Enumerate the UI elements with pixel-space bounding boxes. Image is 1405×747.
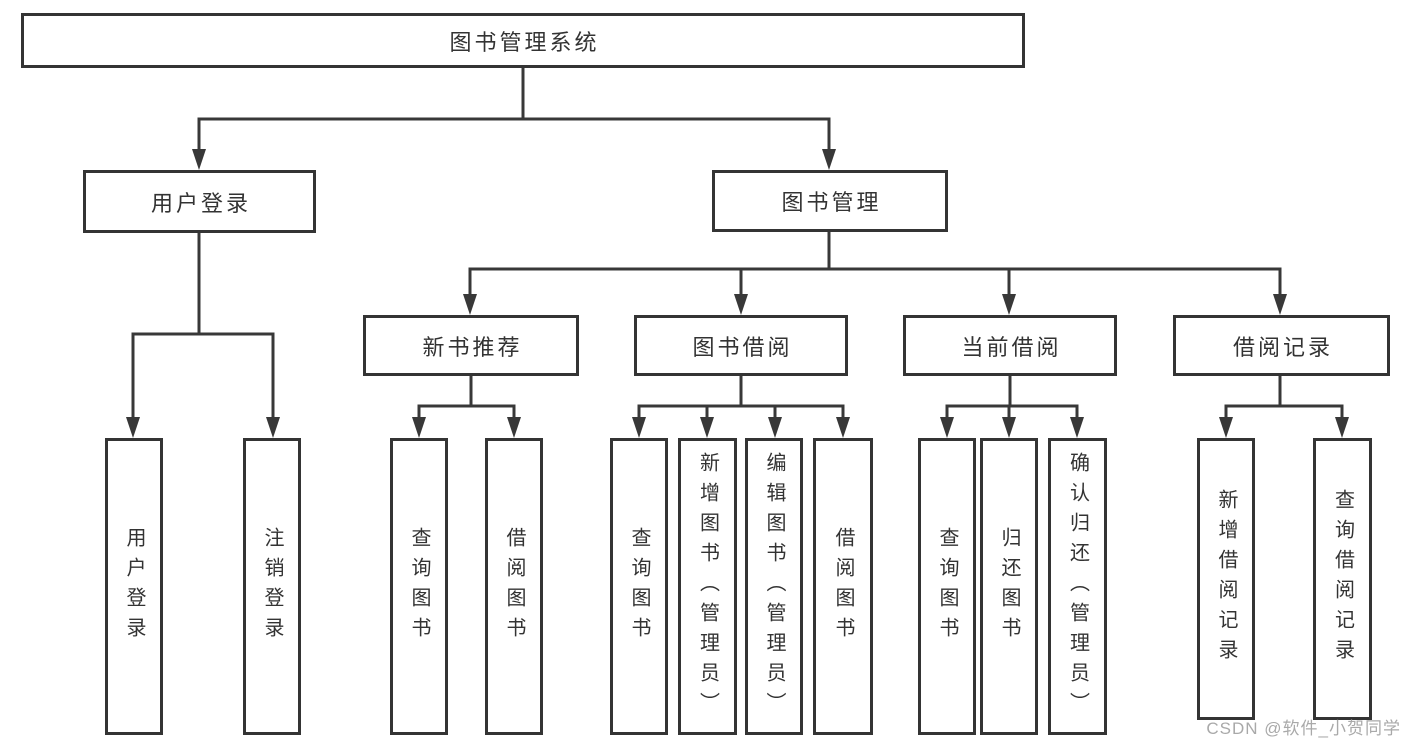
node-label: 借阅图书 <box>832 526 854 647</box>
node-label: 查询图书 <box>408 526 430 647</box>
leaf-edit-books-admin: 编辑图书（管理员） <box>745 438 803 735</box>
leaf-logout: 注销登录 <box>243 438 301 735</box>
node-label: 注销登录 <box>261 526 283 647</box>
connector-newbookrec-to-leaves <box>417 374 516 424</box>
node-book-management: 图书管理 <box>712 170 948 232</box>
connector-bookborrow-to-leaves <box>637 374 845 424</box>
node-label: 新书推荐 <box>422 334 523 360</box>
leaf-query-books-2: 查询图书 <box>610 438 668 735</box>
leaf-borrow-books-1: 借阅图书 <box>485 438 543 735</box>
leaf-user-login: 用户登录 <box>105 438 163 735</box>
leaf-return-books: 归还图书 <box>980 438 1038 735</box>
arrowheads-bookborrow-leaves <box>632 417 850 438</box>
leaf-borrow-books-2: 借阅图书 <box>813 438 873 735</box>
csdn-watermark: CSDN @软件_小贺同学 <box>1206 719 1401 738</box>
node-label: 新增借阅记录 <box>1215 489 1237 669</box>
leaf-add-borrow-record: 新增借阅记录 <box>1197 438 1255 720</box>
node-label: 用户登录 <box>123 526 145 647</box>
node-label: 编辑图书（管理员） <box>763 451 785 722</box>
node-label: 查询图书 <box>936 526 958 647</box>
node-root-library-system: 图书管理系统 <box>21 13 1025 68</box>
arrowheads-level2 <box>463 294 1287 315</box>
node-new-book-recommendation: 新书推荐 <box>363 315 579 376</box>
node-label: 图书管理 <box>781 190 882 215</box>
arrowheads-newbookrec-leaves <box>412 417 521 438</box>
node-label: 归还图书 <box>998 526 1020 647</box>
connector-borrowrecords-to-leaves <box>1224 374 1344 424</box>
node-label: 查询借阅记录 <box>1331 489 1354 669</box>
node-label: 新增图书（管理员） <box>696 451 719 722</box>
node-label: 图书管理系统 <box>449 29 600 55</box>
arrowheads-userlogin-leaves <box>126 417 280 438</box>
node-borrowing-records: 借阅记录 <box>1173 315 1390 376</box>
node-label: 用户登录 <box>150 190 251 216</box>
leaf-confirm-return-admin: 确认归还（管理员） <box>1048 438 1107 735</box>
node-label: 查询图书 <box>628 526 650 647</box>
node-current-borrowing: 当前借阅 <box>903 315 1117 376</box>
node-book-borrowing: 图书借阅 <box>634 315 848 376</box>
node-label: 借阅图书 <box>503 526 525 647</box>
leaf-query-borrow-record: 查询借阅记录 <box>1313 438 1372 720</box>
leaf-query-books-1: 查询图书 <box>390 438 448 735</box>
connector-currentborrow-to-leaves <box>945 374 1079 424</box>
connector-userlogin-to-leaves <box>131 231 275 422</box>
node-user-login: 用户登录 <box>83 170 316 233</box>
node-label: 确认归还（管理员） <box>1066 451 1089 722</box>
connector-root-to-level1 <box>197 66 831 154</box>
node-label: 借阅记录 <box>1232 334 1333 360</box>
connector-bookmgmt-to-level2 <box>468 230 1282 301</box>
arrowheads-currentborrow-leaves <box>940 417 1084 438</box>
node-label: 图书借阅 <box>692 334 793 360</box>
arrowheads-level1 <box>192 149 836 170</box>
leaf-add-books-admin: 新增图书（管理员） <box>678 438 737 735</box>
leaf-query-books-3: 查询图书 <box>918 438 976 735</box>
arrowheads-borrowrecords-leaves <box>1219 417 1349 438</box>
node-label: 当前借阅 <box>961 334 1062 360</box>
